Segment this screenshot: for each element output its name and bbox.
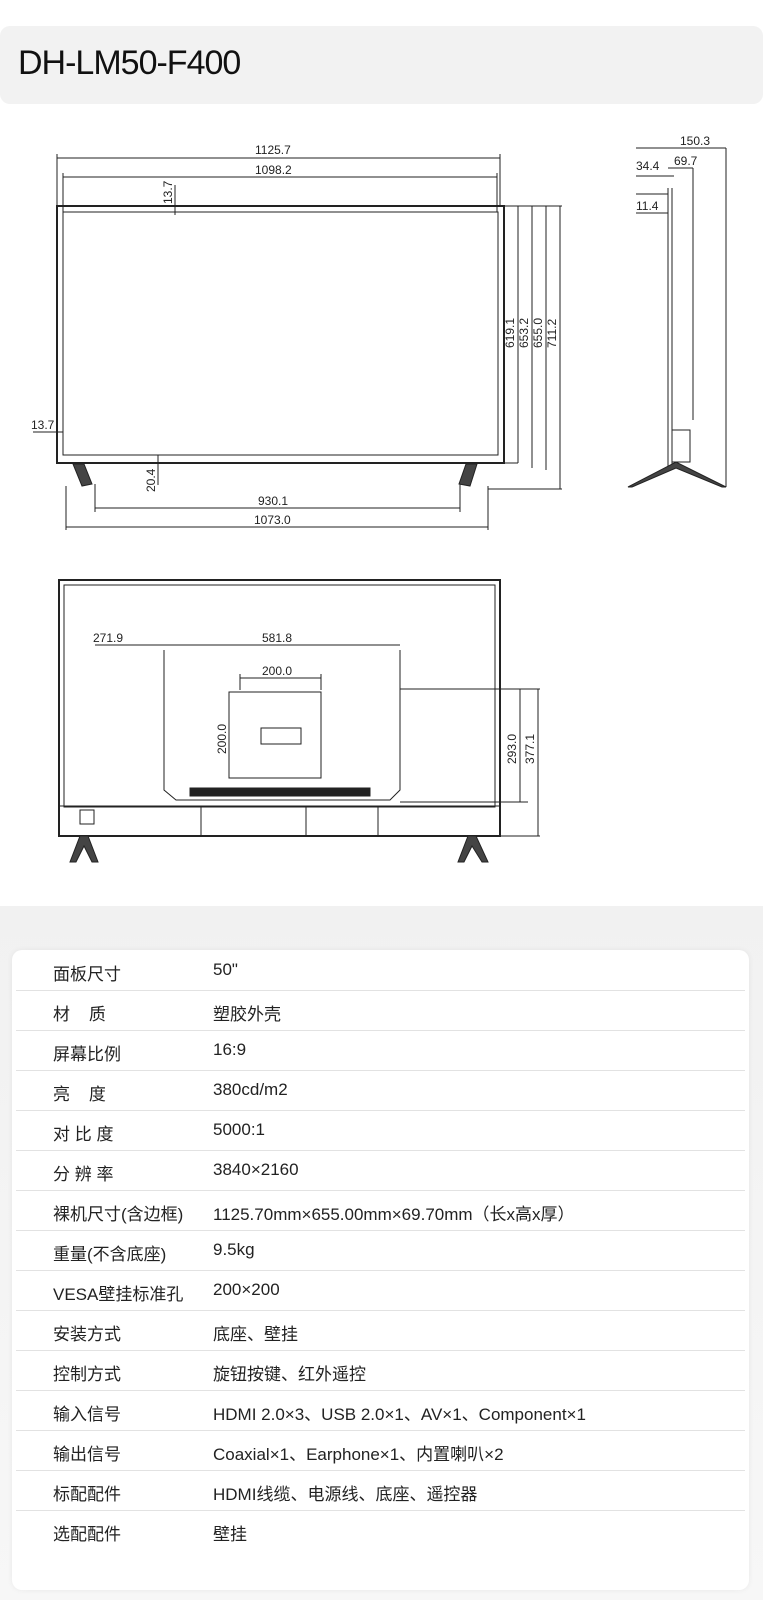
dimension-drawing: 1125.7 1098.2 13.7 13.7 20.4 619.1 653.2…	[31, 134, 727, 863]
spec-row: 亮 度 380cd/m2	[16, 1070, 745, 1111]
spec-row: 材 质 塑胶外壳	[16, 990, 745, 1031]
spec-label: 控制方式	[53, 1365, 121, 1384]
stand-inner-label: 930.1	[258, 494, 288, 508]
spec-value: 9.5kg	[213, 1240, 255, 1259]
spec-label: 面板尺寸	[53, 965, 121, 984]
bottom-gap-label: 20.4	[144, 468, 158, 492]
top-bezel-label: 13.7	[161, 180, 175, 204]
side-depth-label: 150.3	[680, 134, 710, 148]
spec-value: HDMI 2.0×3、USB 2.0×1、AV×1、Component×1	[213, 1405, 586, 1424]
spec-value: 380cd/m2	[213, 1080, 288, 1099]
spec-label: 亮 度	[53, 1085, 106, 1104]
spec-row: 分 辨 率 3840×2160	[16, 1150, 745, 1191]
spec-label: 输出信号	[53, 1445, 121, 1464]
spec-value: 50"	[213, 960, 238, 979]
spec-value: 底座、壁挂	[213, 1325, 298, 1344]
spec-value: 16:9	[213, 1040, 247, 1059]
spec-value: 200×200	[213, 1280, 280, 1299]
spec-label: 对 比 度	[53, 1125, 114, 1144]
spec-label: 安装方式	[53, 1325, 121, 1344]
spec-label: 材 质	[53, 1005, 106, 1024]
back-mount-span-label: 581.8	[262, 631, 292, 645]
back-vesa-h-label: 200.0	[262, 664, 292, 678]
spec-value: 旋钮按键、红外遥控	[213, 1365, 366, 1384]
back-vesa-v-label: 200.0	[215, 724, 229, 754]
back-hole-height-label: 293.0	[505, 734, 519, 764]
spec-value: Coaxial×1、Earphone×1、内置喇叭×2	[213, 1445, 504, 1464]
overall-width-label: 1125.7	[255, 143, 291, 157]
spec-value: HDMI线缆、电源线、底座、遥控器	[213, 1485, 478, 1504]
spec-row: 安装方式 底座、壁挂	[16, 1310, 745, 1351]
back-mount-height-label: 377.1	[523, 734, 537, 764]
spec-label: 屏幕比例	[53, 1045, 121, 1064]
front-view	[33, 154, 562, 530]
spec-table: 面板尺寸 50" 材 质 塑胶外壳 屏幕比例 16:9 亮 度 380cd/m2 对 比…	[12, 950, 749, 1590]
spec-label: 分 辨 率	[53, 1165, 114, 1184]
screen-width-label: 1098.2	[255, 163, 292, 177]
spec-row: 对 比 度 5000:1	[16, 1110, 745, 1151]
overall-height-label: 711.2	[545, 319, 559, 348]
model-title: DH-LM50-F400	[18, 44, 241, 82]
back-view	[58, 579, 540, 863]
spec-row: 裸机尺寸(含边框) 1125.70mm×655.00mm×69.70mm（长x高x…	[16, 1190, 745, 1231]
spec-row: 屏幕比例 16:9	[16, 1030, 745, 1071]
spec-label: 标配配件	[53, 1485, 121, 1504]
spec-value: 3840×2160	[213, 1160, 299, 1179]
spec-row: 标配配件 HDMI线缆、电源线、底座、遥控器	[16, 1470, 745, 1511]
spec-row: 选配配件 壁挂	[16, 1510, 745, 1550]
spec-row: 控制方式 旋钮按键、红外遥控	[16, 1350, 745, 1391]
spec-value: 塑胶外壳	[213, 1005, 281, 1024]
spec-row: 面板尺寸 50"	[16, 950, 745, 991]
title-bar: DH-LM50-F400	[0, 26, 763, 104]
spec-label: VESA壁挂标准孔	[53, 1285, 184, 1304]
side-bezel-label: 13.7	[31, 418, 55, 432]
spec-value: 5000:1	[213, 1120, 265, 1139]
spec-row: 输出信号 Coaxial×1、Earphone×1、内置喇叭×2	[16, 1430, 745, 1471]
side-body-depth-label: 69.7	[674, 154, 698, 168]
stand-outer-label: 1073.0	[254, 513, 291, 527]
height-a-label: 653.2	[517, 318, 531, 348]
spec-label: 输入信号	[53, 1405, 121, 1424]
back-side-offset-label: 271.9	[93, 631, 123, 645]
spec-row: VESA壁挂标准孔 200×200	[16, 1270, 745, 1311]
spec-value: 壁挂	[213, 1525, 247, 1544]
spec-row: 输入信号 HDMI 2.0×3、USB 2.0×1、AV×1、Component×…	[16, 1390, 745, 1431]
side-edge-depth-label: 11.4	[636, 199, 659, 213]
side-top-depth-label: 34.4	[636, 159, 660, 173]
spec-row: 重量(不含底座) 9.5kg	[16, 1230, 745, 1271]
spec-value: 1125.70mm×655.00mm×69.70mm（长x高x厚）	[213, 1205, 575, 1224]
spec-label: 选配配件	[53, 1525, 121, 1544]
spec-label: 裸机尺寸(含边框)	[53, 1205, 184, 1224]
height-b-label: 655.0	[531, 318, 545, 348]
spec-label: 重量(不含底座)	[53, 1245, 167, 1264]
side-view	[627, 147, 727, 488]
screen-height-label: 619.1	[503, 318, 517, 348]
